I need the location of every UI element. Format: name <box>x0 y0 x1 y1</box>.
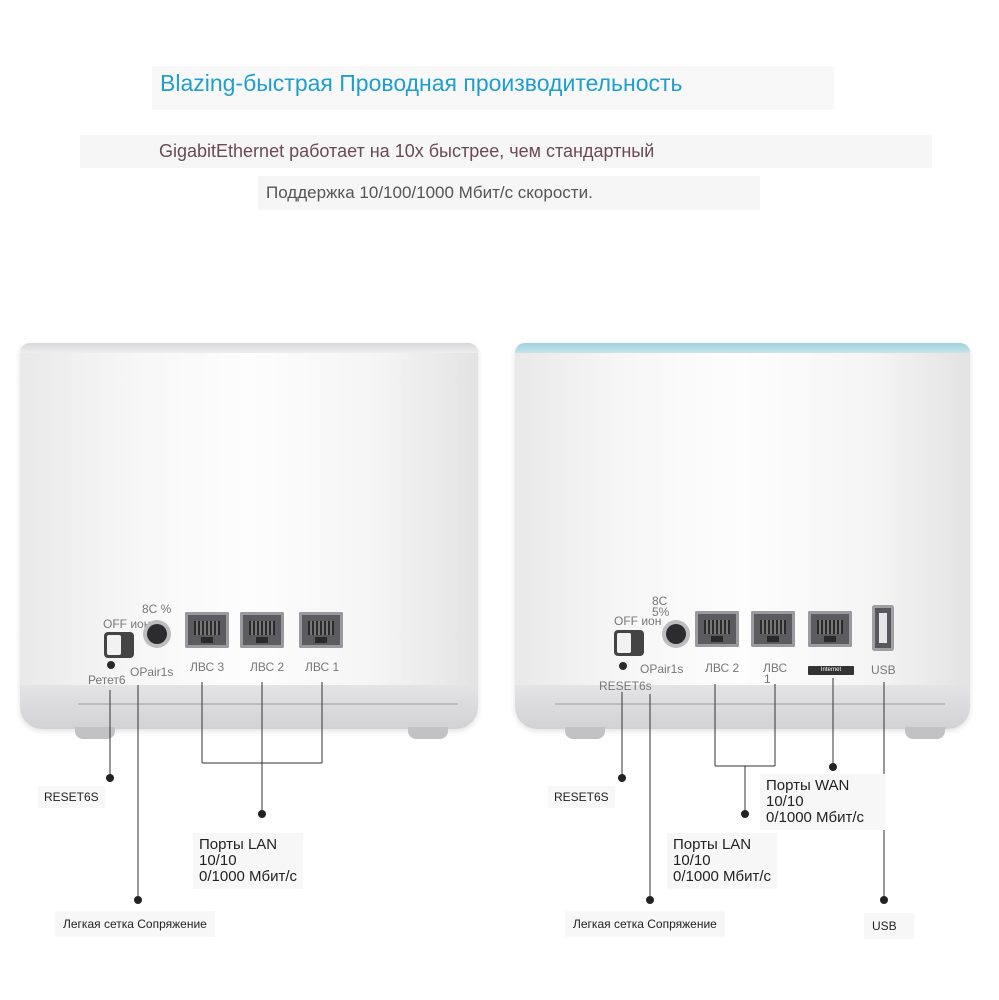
right-lan1-label-num: 1 <box>764 672 771 686</box>
right-power-label-2: 5% <box>652 605 670 619</box>
left-pair-dot <box>134 896 142 904</box>
right-usb-dot <box>880 896 888 904</box>
left-unit-base-seam <box>78 703 458 705</box>
right-unit-top-cap <box>515 343 970 353</box>
right-power-switch[interactable] <box>614 630 644 656</box>
right-unit-foot-right <box>905 727 945 739</box>
left-unit-foot-left <box>75 727 115 739</box>
left-lan3-label: ЛВС 3 <box>190 660 225 674</box>
right-reset-hole[interactable] <box>619 662 627 670</box>
left-lan3-port[interactable] <box>185 612 229 648</box>
left-pair-caption: Легкая сетка Сопряжение <box>55 911 215 937</box>
left-power-label: 8C % <box>142 602 172 616</box>
right-unit-base-seam <box>555 703 945 705</box>
left-pair-label: OPair1s <box>130 665 174 679</box>
right-pair-caption: Легкая сетка Сопряжение <box>565 911 725 937</box>
subheadline-speed: GigabitEthernet работает на 10х быстрее,… <box>80 135 932 168</box>
left-reset-hole[interactable] <box>107 661 115 669</box>
right-reset-caption: RESET6S <box>548 786 615 808</box>
right-lan-dot <box>741 810 749 818</box>
left-dc-power-jack <box>147 624 167 644</box>
right-lan2-label: ЛВС 2 <box>705 661 740 675</box>
headline: Blazing-быстрая Проводная производительн… <box>152 66 834 110</box>
left-lan-dot <box>258 810 266 818</box>
right-usb-label: USB <box>871 663 896 677</box>
right-unit-foot-left <box>565 727 605 739</box>
left-lan-caption: Порты LAN 10/10 0/1000 Мбит/с <box>193 833 304 889</box>
left-reset-caption: RESET6S <box>38 786 105 808</box>
right-lan1-label: ЛВС <box>763 661 788 675</box>
left-unit-base <box>20 685 478 729</box>
right-lan1-port[interactable] <box>751 611 795 647</box>
right-dc-power-jack <box>666 624 686 644</box>
left-lan1-label: ЛВС 1 <box>305 660 340 674</box>
left-lan2-port[interactable] <box>240 612 284 648</box>
left-reset-label: Ретет6 <box>88 673 126 687</box>
right-unit-base <box>515 685 970 729</box>
right-wan-dot <box>829 763 837 771</box>
right-power-label-1: 8C <box>652 594 668 608</box>
right-wan-caption: Порты WAN 10/10 0/1000 Мбит/с <box>760 774 887 830</box>
left-mesh-unit <box>20 343 478 729</box>
right-wan-port[interactable] <box>808 611 852 647</box>
right-wan-badge: Internet <box>808 666 854 675</box>
left-reset-dot <box>106 774 114 782</box>
right-reset-dot <box>618 774 626 782</box>
right-switch-label: OFF ион <box>614 614 662 628</box>
right-mesh-unit <box>515 343 970 729</box>
right-pair-label: OPair1s <box>640 662 684 676</box>
left-switch-label: OFF ион <box>103 617 151 631</box>
left-lan2-label: ЛВС 2 <box>250 660 285 674</box>
right-lan-caption: Порты LAN 10/10 0/1000 Мбит/с <box>667 833 778 889</box>
right-usb-port[interactable] <box>872 605 894 651</box>
left-unit-foot-right <box>408 727 448 739</box>
right-lan2-port[interactable] <box>695 611 739 647</box>
left-power-switch[interactable] <box>104 632 134 658</box>
subheadline-support: Поддержка 10/100/1000 Мбит/с скорости. <box>258 176 760 210</box>
right-reset-label: RESET6s <box>599 679 652 693</box>
right-pair-dot <box>646 896 654 904</box>
right-usb-caption: USB <box>864 913 914 939</box>
left-lan1-port[interactable] <box>299 612 343 648</box>
left-unit-top-cap <box>20 343 478 353</box>
